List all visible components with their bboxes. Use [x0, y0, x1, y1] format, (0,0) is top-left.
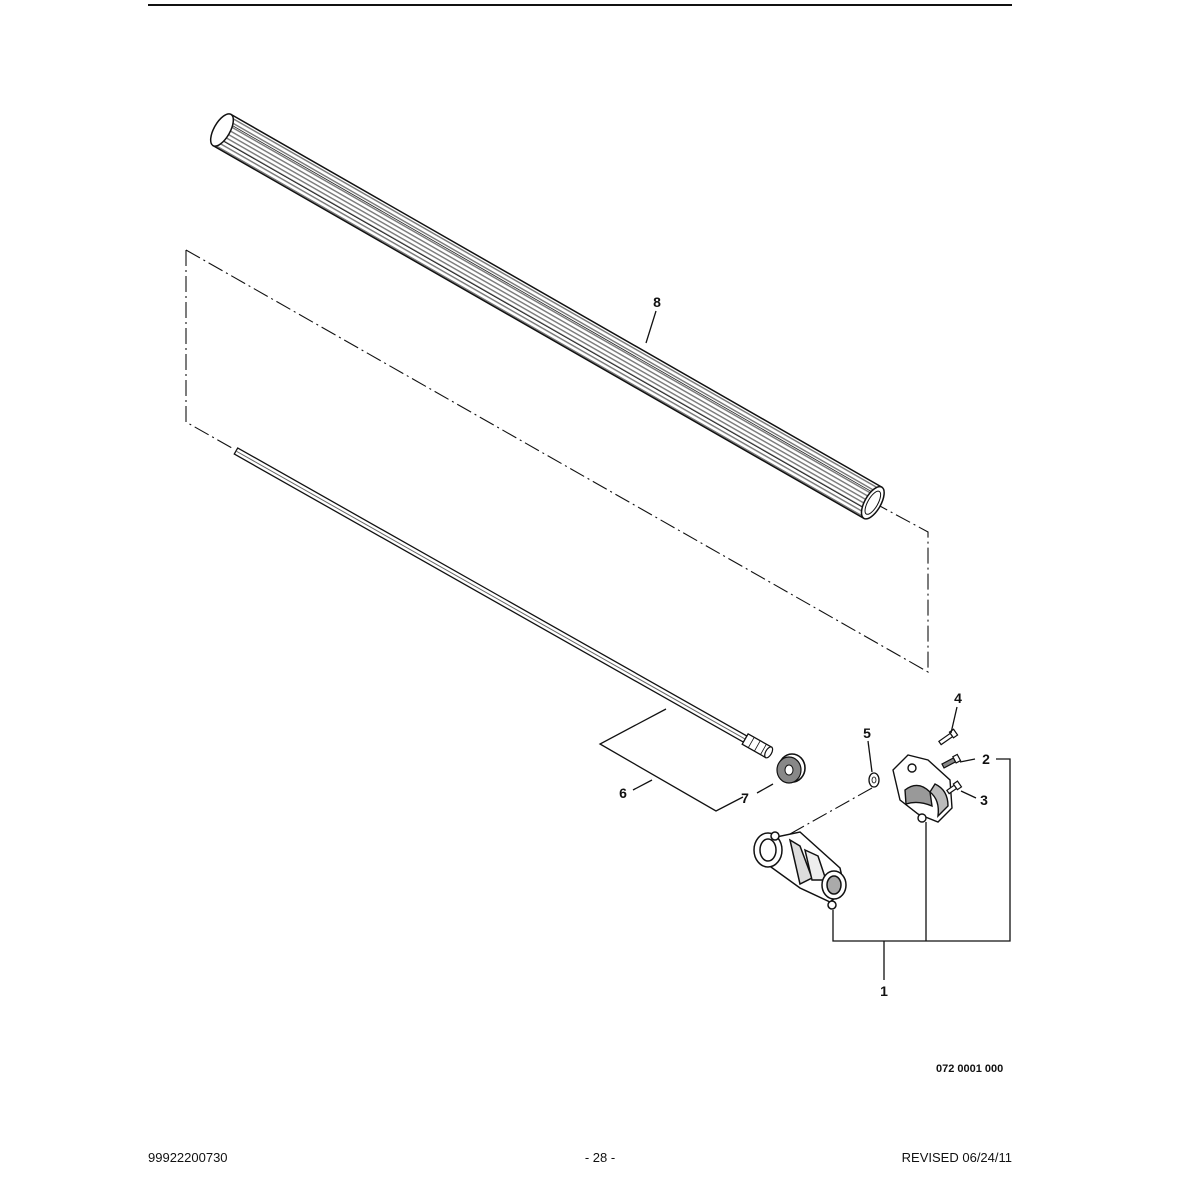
revision-date: REVISED 06/24/11 — [901, 1150, 1012, 1165]
callout-2: 2 — [982, 751, 990, 767]
callout-7: 7 — [741, 790, 749, 806]
callout-6: 6 — [619, 785, 627, 801]
callout-3: 3 — [980, 792, 988, 808]
screw-part-2 — [941, 753, 962, 769]
top-rule — [148, 4, 1012, 6]
part-callouts: 8 6 7 5 4 2 3 1 — [619, 294, 990, 999]
drawing-number: 072 0001 000 — [936, 1063, 1004, 1075]
callout-8: 8 — [653, 294, 661, 310]
washer-part-7 — [776, 753, 806, 784]
callout-1: 1 — [880, 983, 888, 999]
document-number: 99922200730 — [148, 1150, 228, 1165]
callout-4: 4 — [954, 690, 962, 706]
drive-shaft-part-6 — [233, 447, 774, 759]
coupler-housing-part — [753, 831, 847, 910]
screw-part-4 — [938, 728, 959, 746]
leader-lines — [598, 310, 1011, 980]
drive-tube-part-8 — [209, 113, 885, 520]
screw-part-3 — [946, 780, 963, 795]
callout-5: 5 — [863, 725, 871, 741]
clamp-half-part — [892, 754, 953, 823]
assembly-guide-lines — [185, 249, 929, 835]
small-washer-part-5 — [868, 772, 880, 788]
page-number: - 28 - — [584, 1150, 616, 1165]
